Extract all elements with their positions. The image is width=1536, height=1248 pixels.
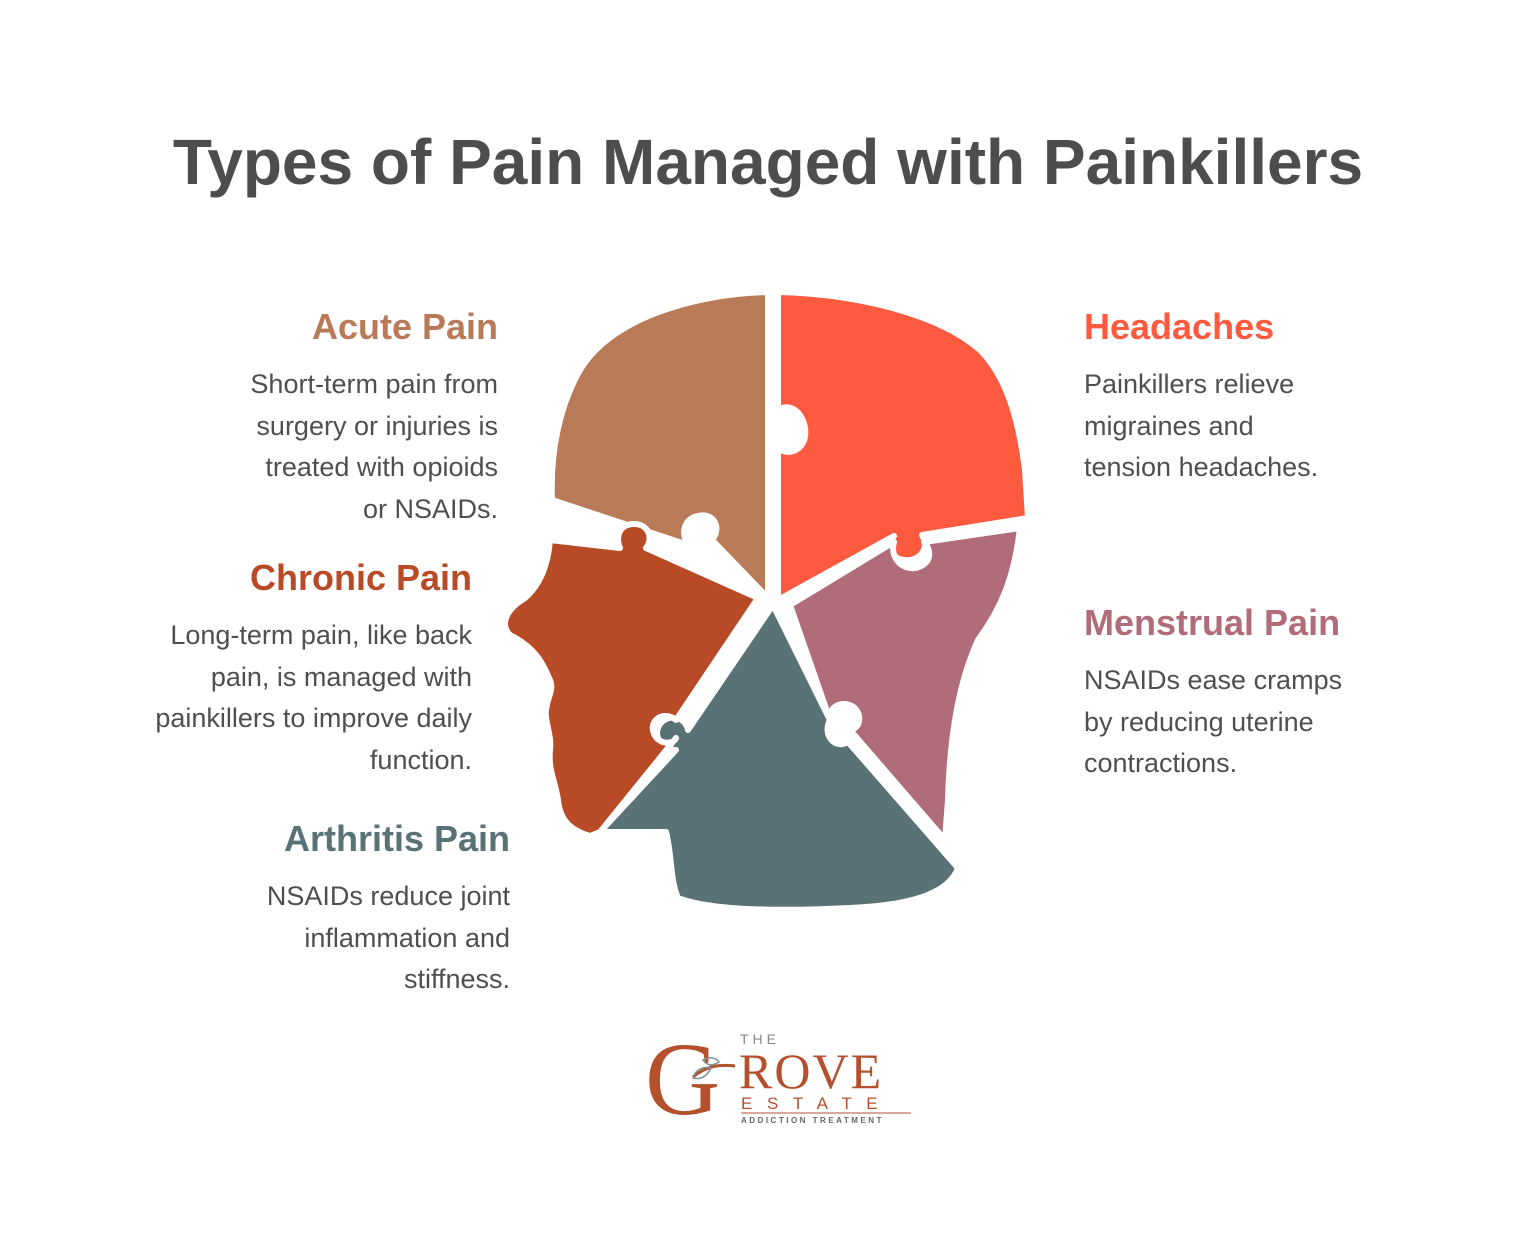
- desc-line: contractions.: [1084, 748, 1238, 778]
- desc-line: painkillers to improve daily: [155, 703, 472, 733]
- acute-pain-section: Acute Pain Short-term pain from surgery …: [78, 306, 498, 530]
- desc-line: tension headaches.: [1084, 452, 1319, 482]
- menstrual-pain-section: Menstrual Pain NSAIDs ease cramps by red…: [1084, 602, 1484, 785]
- desc-line: treated with opioids: [265, 452, 498, 482]
- logo-estate: E S T A T E: [741, 1094, 883, 1113]
- headaches-description: Painkillers relieve migraines and tensio…: [1084, 364, 1484, 489]
- desc-line: NSAIDs reduce joint: [266, 881, 510, 911]
- desc-line: pain, is managed with: [210, 661, 472, 692]
- headaches-puzzle-piece: [775, 289, 1031, 603]
- acute-pain-description: Short-term pain from surgery or injuries…: [78, 364, 498, 530]
- chronic-pain-section: Chronic Pain Long-term pain, like back p…: [32, 557, 472, 781]
- menstrual-puzzle-piece: [787, 525, 1023, 843]
- desc-line: Painkillers relieve: [1084, 369, 1295, 399]
- desc-line: Short-term pain from: [250, 369, 498, 399]
- desc-line: by reducing uterine: [1084, 706, 1314, 737]
- desc-line: function.: [369, 744, 472, 775]
- logo-g: G: [645, 1022, 720, 1126]
- chronic-pain-description: Long-term pain, like back pain, is manag…: [32, 615, 472, 781]
- desc-line: surgery or injuries is: [256, 410, 498, 441]
- arthritis-puzzle-piece: [597, 602, 961, 913]
- menstrual-pain-heading: Menstrual Pain: [1084, 602, 1341, 643]
- acute-pain-heading: Acute Pain: [311, 306, 498, 347]
- arthritis-pain-section: Arthritis Pain NSAIDs reduce joint infla…: [90, 818, 510, 1001]
- logo-tagline: ADDICTION TREATMENT: [741, 1116, 884, 1125]
- desc-line: or NSAIDs.: [362, 493, 498, 524]
- page-title: Types of Pain Managed with Painkillers: [172, 126, 1364, 198]
- desc-line: migraines and: [1084, 410, 1254, 441]
- desc-line: stiffness.: [403, 964, 510, 994]
- logo-rove: ROVE: [739, 1043, 883, 1099]
- headaches-heading: Headaches: [1084, 306, 1275, 347]
- arthritis-pain-description: NSAIDs reduce joint inflammation and sti…: [90, 876, 510, 1001]
- chronic-pain-puzzle-piece: [502, 521, 761, 839]
- chronic-pain-heading: Chronic Pain: [249, 557, 472, 598]
- acute-pain-puzzle-piece: [548, 289, 771, 601]
- arthritis-pain-heading: Arthritis Pain: [283, 818, 510, 859]
- desc-line: NSAIDs ease cramps: [1084, 665, 1343, 695]
- leaf-icon: [692, 1057, 736, 1080]
- menstrual-pain-description: NSAIDs ease cramps by reducing uterine c…: [1084, 660, 1484, 785]
- logo-the: THE: [740, 1031, 780, 1047]
- head-puzzle-illustration: [502, 289, 1031, 913]
- grove-estate-logo: G THE ROVE E S T A T E ADDICTION TREATME…: [645, 1022, 911, 1126]
- desc-line: inflammation and: [304, 922, 510, 953]
- headaches-section: Headaches Painkillers relieve migraines …: [1084, 306, 1484, 489]
- desc-line: Long-term pain, like back: [170, 620, 472, 650]
